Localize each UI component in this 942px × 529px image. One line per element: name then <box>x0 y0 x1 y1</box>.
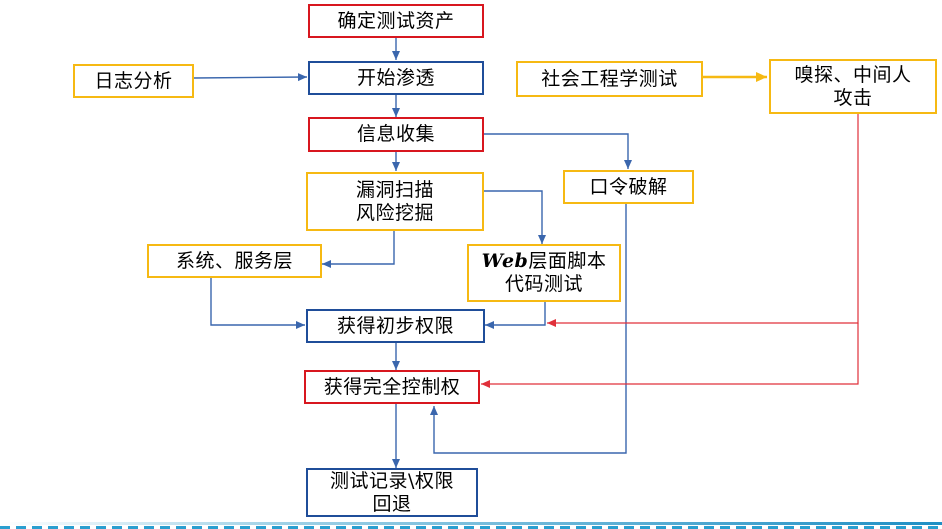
edge-web-to-initial <box>485 302 546 329</box>
edge-system-to-initial <box>210 277 305 329</box>
node-label: 信息收集 <box>356 123 435 145</box>
node-label: 系统、服务层 <box>175 249 293 272</box>
web-prefix: Web <box>481 250 529 272</box>
node-confirm-assets: 确定测试资产 <box>308 4 484 38</box>
node-label: 社会工程学测试 <box>541 67 678 90</box>
node-label: 获得初步权限 <box>336 314 454 337</box>
node-label: 获得完全控制权 <box>323 375 461 398</box>
node-log-analysis: 日志分析 <box>73 64 194 98</box>
node-password-crack: 口令破解 <box>563 170 694 204</box>
node-full-control: 获得完全控制权 <box>304 370 480 404</box>
node-sniff-mitm: 嗅探、中间人 攻击 <box>769 59 937 114</box>
node-vuln-scan: 漏洞扫描 风险挖掘 <box>306 172 484 231</box>
bottom-decorative-rule <box>0 522 942 529</box>
node-start-pentest: 开始渗透 <box>308 61 484 95</box>
node-label: 日志分析 <box>94 69 173 92</box>
edge-info-to-password <box>484 133 632 169</box>
node-label: 嗅探、中间人 攻击 <box>794 63 912 109</box>
edge-password-to-full <box>430 203 627 454</box>
node-social-engineering: 社会工程学测试 <box>516 61 703 97</box>
node-record-rollback: 测试记录\权限 回退 <box>306 468 478 517</box>
edge-scan-to-web <box>484 190 546 244</box>
node-label: 口令破解 <box>589 175 668 198</box>
node-label: 确定测试资产 <box>337 9 455 32</box>
node-web-layer: Web层面脚本 代码测试 <box>467 244 621 302</box>
node-system-service: 系统、服务层 <box>147 244 322 278</box>
edge-log-to-start <box>193 73 308 82</box>
node-label: 测试记录\权限 回退 <box>330 469 454 515</box>
edge-sniff-to-full <box>481 323 859 388</box>
node-label: 开始渗透 <box>356 66 435 89</box>
edge-scan-to-system <box>322 230 395 268</box>
node-label: 漏洞扫描 风险挖掘 <box>355 178 434 224</box>
node-initial-access: 获得初步权限 <box>306 309 485 343</box>
node-info-gathering: 信息收集 <box>308 117 484 152</box>
web-rest: 层面脚本 代码测试 <box>504 250 607 295</box>
node-label: Web层面脚本 代码测试 <box>482 250 607 296</box>
